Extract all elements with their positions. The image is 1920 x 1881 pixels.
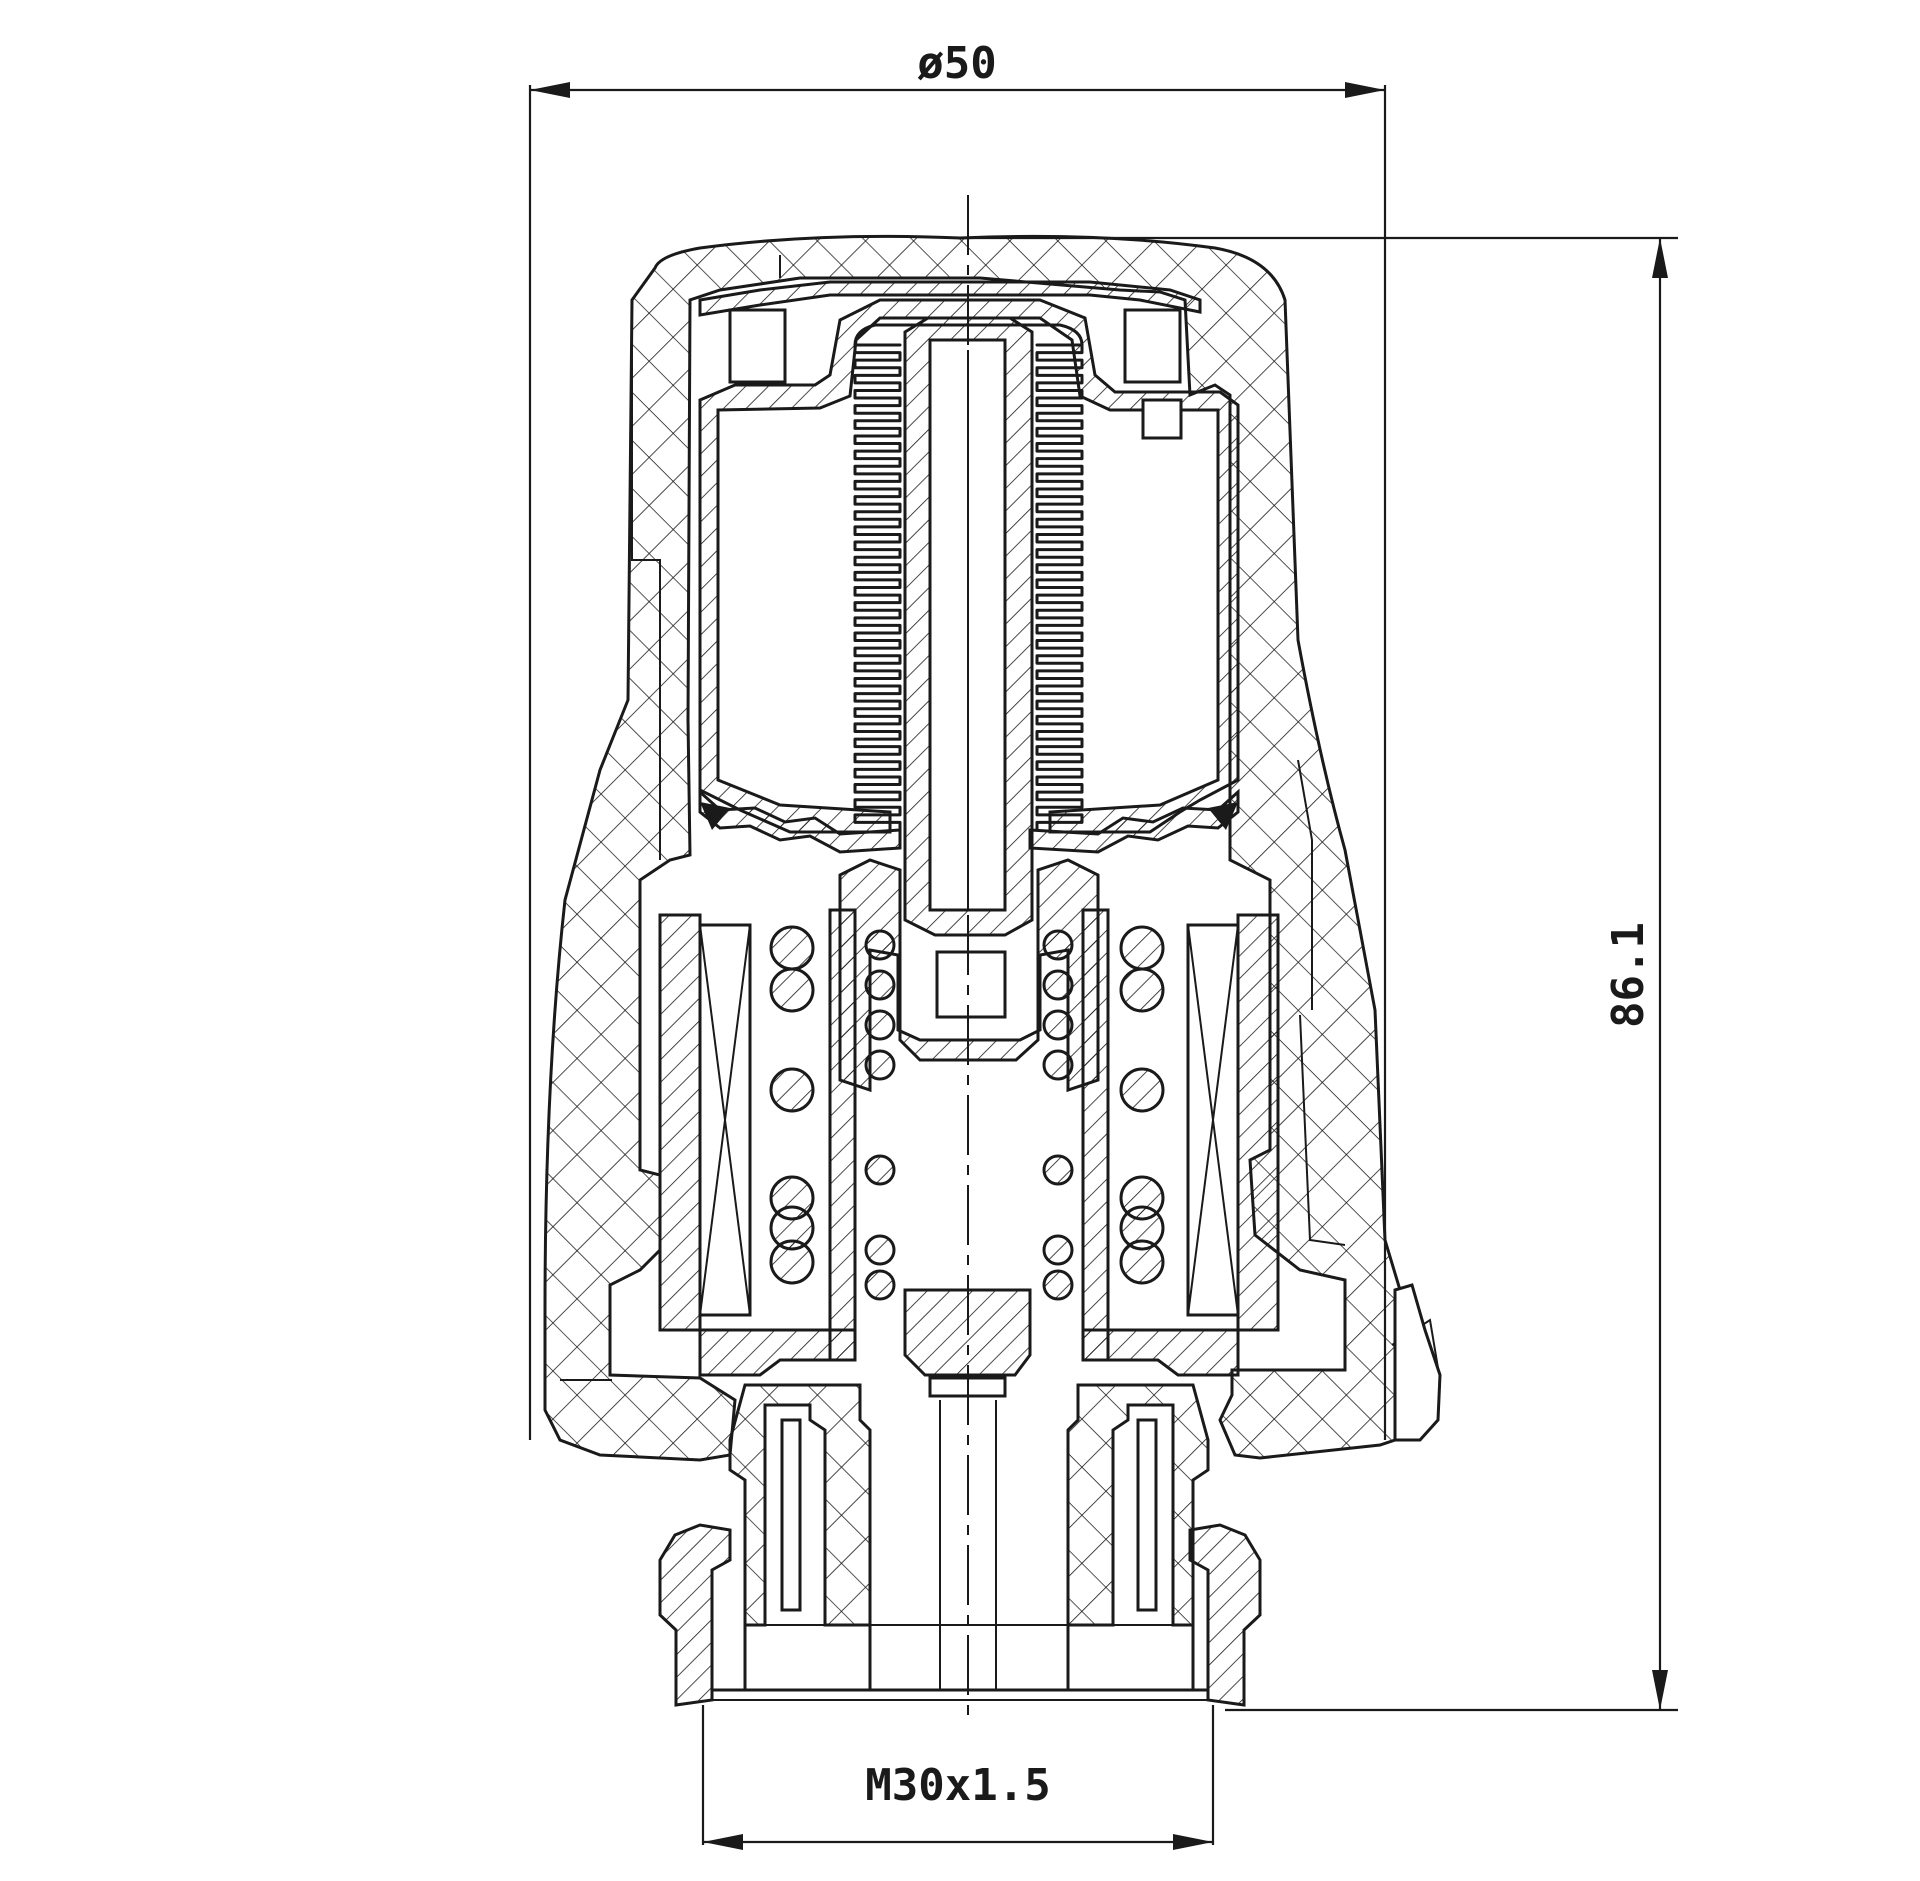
inner-spring-coil-left <box>864 1049 896 1081</box>
thread-arrow-left <box>703 1834 743 1850</box>
height-label: 86.1 <box>1603 922 1654 1028</box>
diameter-arrow-right <box>1345 82 1385 98</box>
inner-spring-coil-right <box>1042 1009 1074 1041</box>
inner-spring-coil-left <box>864 969 896 1001</box>
cap-stud-left <box>728 308 787 384</box>
inner-spring-coil-left <box>864 1269 896 1301</box>
outer-spring-coil-left <box>769 967 815 1013</box>
height-dimension: 86.1 <box>960 236 1678 1712</box>
inner-spring-coil-right <box>1042 1154 1074 1186</box>
valve-adapter <box>658 1383 1262 1707</box>
side-clip <box>1393 1283 1442 1442</box>
diameter-label: ø50 <box>917 38 996 89</box>
ring-left <box>698 923 752 1317</box>
seal-left <box>700 802 730 830</box>
inner-spring-coil-right <box>1042 929 1074 961</box>
outer-spring-coil-left <box>769 1239 815 1285</box>
outer-spring-coil-left <box>769 1067 815 1113</box>
bellows-right-wall <box>1035 343 1084 832</box>
outer-spring-coil-right <box>1119 925 1165 971</box>
outer-spring-coil-left <box>769 925 815 971</box>
outer-spring-coil-right <box>1119 1067 1165 1113</box>
outer-spring-coil-right <box>1119 967 1165 1013</box>
inner-spring-coil-left <box>864 1154 896 1186</box>
springs <box>769 925 1165 1301</box>
diameter-arrow-left <box>530 82 570 98</box>
inner-spring-coil-left <box>864 1234 896 1266</box>
ring-right <box>1186 923 1240 1317</box>
seal-right <box>1208 802 1238 830</box>
sensor-housing <box>698 280 1240 854</box>
thread-dimension: M30x1.5 <box>701 1705 1215 1850</box>
cap-pin-right <box>1141 398 1183 440</box>
inner-spring-coil-left <box>864 1009 896 1041</box>
inner-spring-coil-right <box>1042 969 1074 1001</box>
inner-spring-coil-left <box>864 929 896 961</box>
height-arrow-bottom <box>1652 1670 1668 1710</box>
thread-label: M30x1.5 <box>865 1760 1050 1811</box>
outer-spring-coil-right <box>1119 1239 1165 1285</box>
height-arrow-top <box>1652 238 1668 278</box>
thread-arrow-right <box>1173 1834 1213 1850</box>
inner-spring-coil-right <box>1042 1049 1074 1081</box>
outer-cap-housing <box>543 234 1442 1462</box>
rod-seat <box>935 950 1007 1019</box>
bellows-left-wall <box>853 343 902 832</box>
inner-spring-coil-right <box>1042 1234 1074 1266</box>
cap-stud-right <box>1123 308 1182 384</box>
inner-spring-coil-right <box>1042 1269 1074 1301</box>
